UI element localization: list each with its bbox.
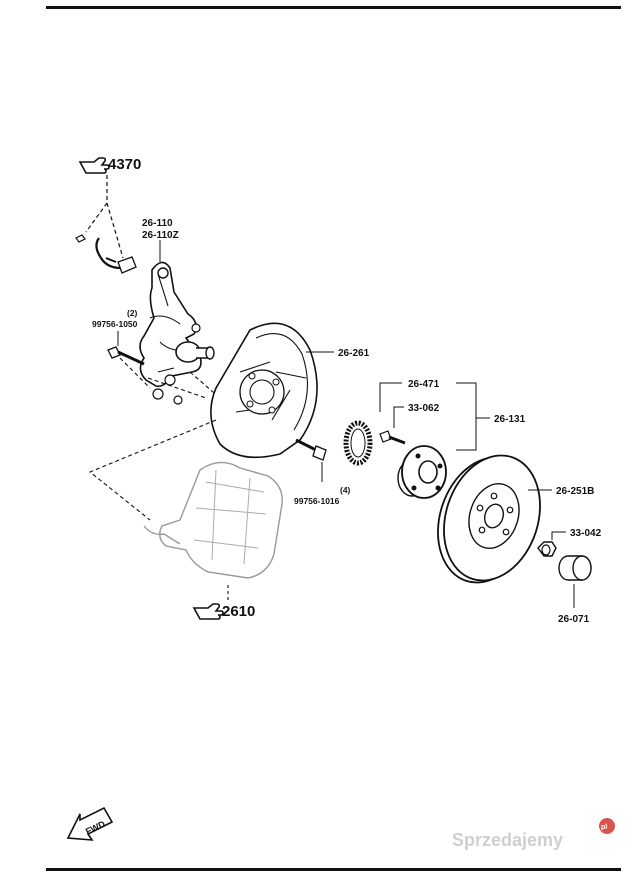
hub-assembly-label[interactable]: 26-131 bbox=[494, 414, 526, 425]
dust-shield-label[interactable]: 26-261 bbox=[338, 348, 370, 359]
hub-bolt-label[interactable]: 33-062 bbox=[408, 403, 440, 414]
bolt-qty-label: (2) bbox=[127, 308, 138, 318]
screw-qty-label: (4) bbox=[340, 485, 351, 495]
knuckle-label-group[interactable]: 26-110 26-110Z bbox=[142, 218, 179, 241]
knuckle-part-label: 26-110 bbox=[142, 218, 173, 229]
watermark-badge-text: pl bbox=[601, 824, 607, 831]
abs-tone-ring-part[interactable] bbox=[343, 420, 373, 466]
caliper-dashed-guide bbox=[88, 419, 217, 521]
brake-disc-part[interactable] bbox=[422, 443, 555, 595]
screw-part-label: 99756-1016 bbox=[294, 496, 340, 506]
knuckle-alt-part-label: 26-110Z bbox=[142, 230, 179, 241]
ref-4370-callout[interactable]: 4370 bbox=[78, 156, 141, 174]
fwd-arrow-icon: FWD bbox=[66, 806, 114, 841]
watermark-text: Sprzedajemy bbox=[452, 830, 563, 850]
bolt-1050-label-group[interactable]: (2) 99756-1050 bbox=[92, 308, 138, 329]
abs-ring-leader bbox=[379, 382, 402, 412]
hub-cap-part[interactable] bbox=[558, 555, 592, 581]
ref-4370-leader bbox=[85, 175, 124, 259]
screw-1016-part[interactable] bbox=[295, 438, 327, 461]
bolt-1050-part[interactable] bbox=[107, 346, 145, 366]
abs-sensor-part[interactable] bbox=[75, 234, 137, 274]
screw-1016-label-group[interactable]: (4) 99756-1016 bbox=[294, 485, 351, 506]
abs-ring-label[interactable]: 26-471 bbox=[408, 379, 440, 390]
lock-nut-label[interactable]: 33-042 bbox=[570, 528, 602, 539]
wheel-hub-part[interactable] bbox=[397, 445, 447, 499]
pointing-hand-icon bbox=[192, 603, 224, 620]
hub-bolt-leader bbox=[393, 406, 404, 428]
lock-nut-part[interactable] bbox=[537, 541, 557, 557]
ref-2610-callout[interactable]: 2610 bbox=[192, 603, 255, 620]
watermark: Sprzedajemy pl bbox=[452, 818, 615, 850]
pointing-hand-icon bbox=[78, 157, 110, 174]
lock-nut-leader bbox=[551, 531, 566, 540]
steering-knuckle-part[interactable] bbox=[139, 261, 215, 405]
ref-4370-label: 4370 bbox=[108, 156, 141, 173]
watermark-badge-icon bbox=[599, 818, 615, 834]
brake-disc-label[interactable]: 26-251B bbox=[556, 486, 594, 497]
ref-2610-label: 2610 bbox=[222, 603, 255, 620]
top-rule bbox=[46, 6, 621, 9]
bottom-rule bbox=[46, 868, 621, 871]
hub-assembly-bracket bbox=[456, 382, 490, 451]
bolt-part-label: 99756-1050 bbox=[92, 319, 138, 329]
hub-cap-label[interactable]: 26-071 bbox=[558, 614, 590, 625]
hub-bolt-part[interactable] bbox=[379, 430, 406, 445]
dust-shield-part[interactable] bbox=[210, 322, 318, 459]
brake-caliper-part[interactable] bbox=[143, 461, 283, 579]
